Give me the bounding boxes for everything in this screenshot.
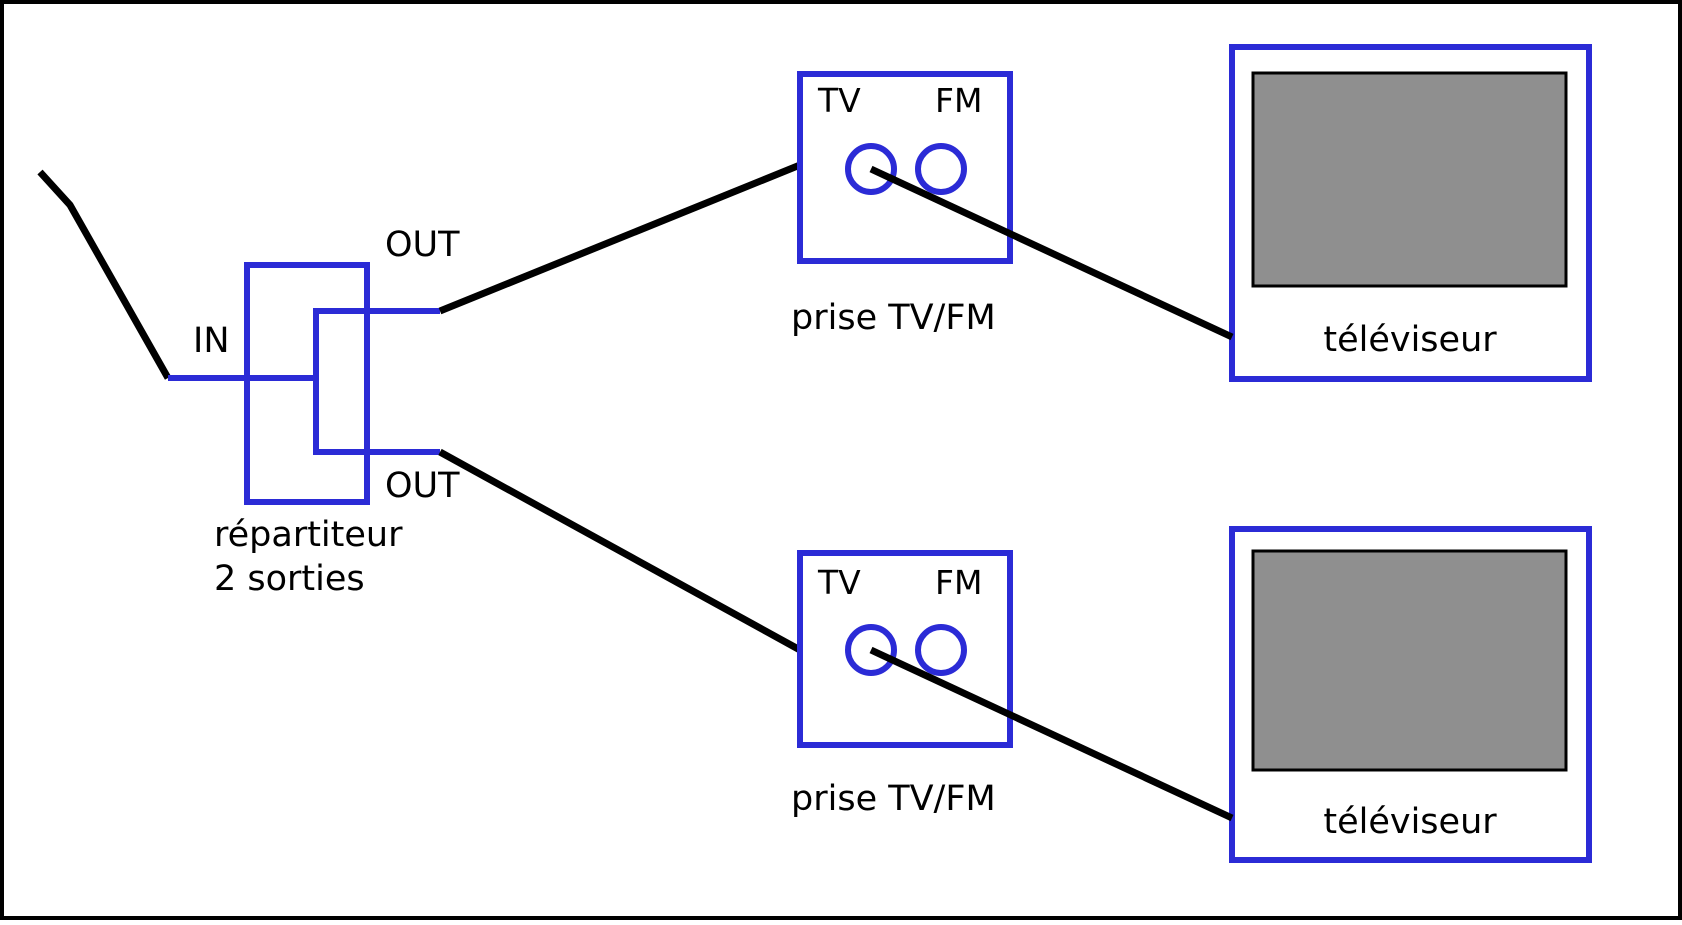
outlet-1: TV FM prise TV/FM xyxy=(791,71,1013,338)
fm-socket-icon xyxy=(915,624,967,676)
cable-splitter-to-outlet-2 xyxy=(438,448,802,654)
television-caption: téléviseur xyxy=(1323,802,1497,842)
outlet-box xyxy=(797,550,1013,748)
antenna-cable xyxy=(37,169,172,380)
tv-socket-icon xyxy=(845,143,897,195)
splitter-caption-line1: répartiteur xyxy=(214,515,403,555)
fm-socket-icon xyxy=(915,143,967,195)
splitter-branch-line xyxy=(313,308,440,455)
splitter-in-label: IN xyxy=(193,321,230,361)
outlet-tv-label: TV xyxy=(817,563,861,602)
cable-splitter-to-outlet-1 xyxy=(438,161,802,315)
outlet-caption: prise TV/FM xyxy=(791,298,996,338)
tv-socket-icon xyxy=(845,624,897,676)
outlet-caption: prise TV/FM xyxy=(791,779,996,819)
cable-outlet-1-to-tv-1 xyxy=(869,165,1234,341)
television-caption: téléviseur xyxy=(1323,320,1497,360)
cable-outlet-2-to-tv-2 xyxy=(869,646,1234,822)
splitter: IN OUT OUT répartiteur 2 sorties xyxy=(168,225,460,599)
outlet-fm-label: FM xyxy=(935,81,982,120)
television-screen xyxy=(1251,549,1568,772)
splitter-caption-line2: 2 sorties xyxy=(214,559,365,599)
outlet-tv-label: TV xyxy=(817,81,861,120)
outlet-fm-label: FM xyxy=(935,563,982,602)
outlet-box xyxy=(797,71,1013,264)
splitter-box xyxy=(244,262,370,505)
splitter-out-top-label: OUT xyxy=(385,225,460,265)
television-2: téléviseur xyxy=(1229,526,1592,863)
television-1: téléviseur xyxy=(1229,44,1592,382)
splitter-out-bottom-label: OUT xyxy=(385,466,460,506)
outlet-2: TV FM prise TV/FM xyxy=(791,550,1013,819)
television-screen xyxy=(1251,71,1568,288)
